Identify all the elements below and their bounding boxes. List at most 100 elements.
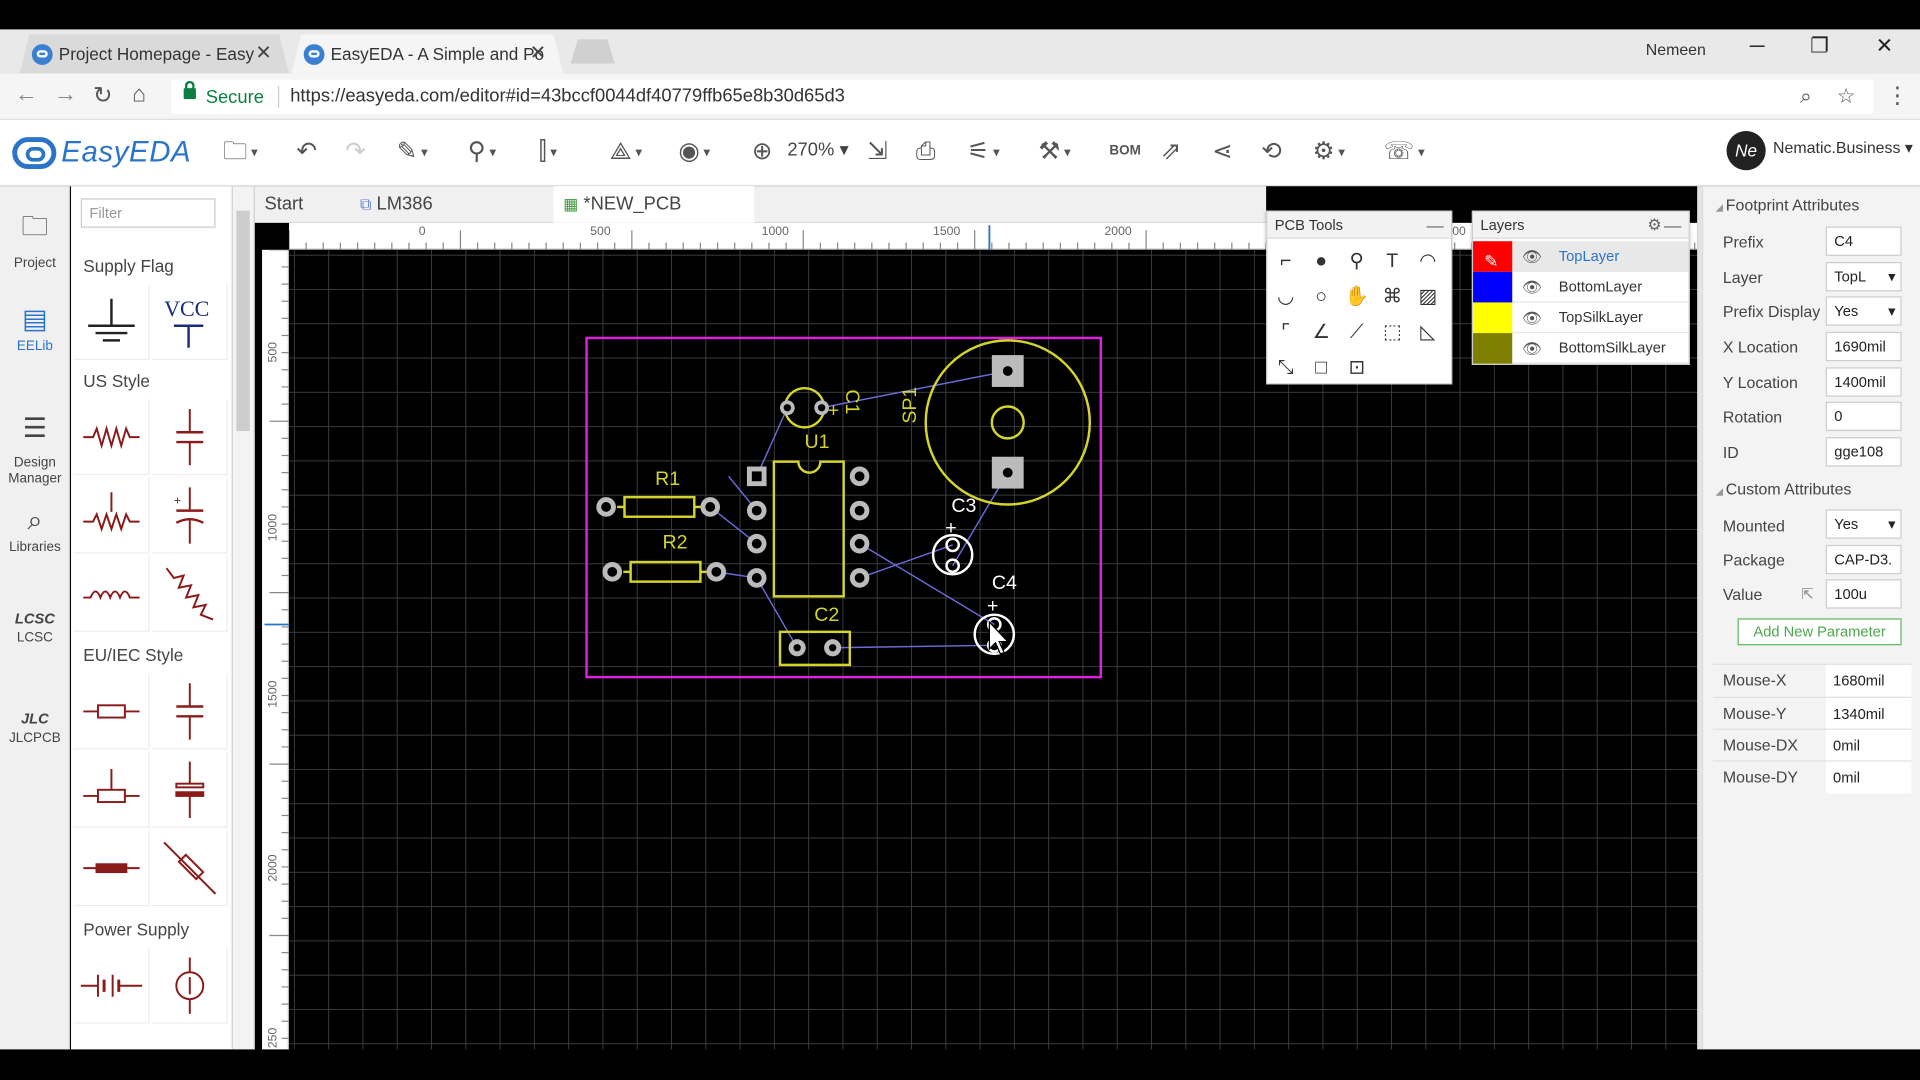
home-icon[interactable]: ⌂ (132, 82, 147, 108)
value-field[interactable]: 100u (1825, 579, 1902, 609)
layer-row-topsilklayer[interactable]: 👁 TopSilkLayer (1473, 302, 1689, 334)
pcb-drawing[interactable]: R1 R2 U1 (289, 250, 1697, 1050)
tools-icon[interactable]: ⚒ (1038, 137, 1070, 167)
region-tool-icon[interactable]: ⬚ (1382, 322, 1402, 343)
rail-item-design-manager[interactable]: ☰ Design Manager (0, 404, 70, 487)
rail-item-lcsc[interactable]: LCSC LCSC (0, 610, 70, 646)
package-field[interactable]: CAP-D3. (1825, 544, 1902, 575)
camera-icon[interactable]: ⎙ (915, 138, 936, 166)
redo-icon[interactable]: ↷ (345, 138, 366, 166)
new-tab-button[interactable] (570, 39, 615, 64)
rail-item-eelib[interactable]: ▤ EELib (0, 304, 70, 354)
capacitor-c1[interactable]: + C1 (780, 386, 863, 429)
settings-gear-icon[interactable]: ⚙ (1313, 137, 1345, 167)
place-pin-icon[interactable]: ⚲ (468, 137, 496, 167)
track-tool-icon[interactable]: ⌐ (1279, 251, 1292, 272)
text-tool-icon[interactable]: T (1386, 251, 1399, 272)
export-icon[interactable]: ⇗ (1160, 138, 1182, 166)
resistor-r1[interactable]: R1 (596, 468, 721, 518)
back-icon[interactable]: ← (14, 82, 38, 108)
layer-row-bottomlayer[interactable]: 👁 BottomLayer (1473, 271, 1689, 303)
image-tool-icon[interactable]: ▨ (1418, 286, 1438, 308)
library-scrollbar[interactable] (232, 186, 255, 1050)
rotate-icon[interactable]: ⟁ (610, 137, 642, 167)
capacitor-c4[interactable]: + C4 (973, 572, 1017, 656)
library-filter-input[interactable]: Filter (80, 198, 216, 228)
minimize-panel-icon[interactable]: — (1664, 215, 1682, 236)
scrollbar-thumb[interactable] (236, 210, 250, 432)
capacitor-us-symbol[interactable] (151, 399, 228, 476)
zoom-page-icon[interactable]: ⌕ (1800, 84, 1812, 108)
layers-settings-icon[interactable]: ⚙ (1647, 215, 1662, 234)
rotation-field[interactable]: 0 (1825, 401, 1902, 432)
tab-start[interactable]: Start (264, 193, 304, 215)
route-icon[interactable]: ⚟ (967, 137, 999, 167)
circle-arc-tool-icon[interactable]: ◡ (1277, 286, 1295, 308)
speaker-sp1[interactable]: SP1 (899, 339, 1092, 506)
minimize-panel-icon[interactable]: — (1426, 215, 1444, 236)
resistor-us-symbol[interactable] (73, 399, 150, 476)
bom-button[interactable]: BOM (1109, 143, 1141, 158)
via-tool-icon[interactable]: ⚲ (1349, 251, 1364, 272)
prefix-display-select[interactable]: Yes (1825, 296, 1902, 326)
user-menu[interactable]: Nematic.Business ▾ (1773, 138, 1913, 157)
diagonal-resistor-symbol[interactable] (151, 830, 228, 907)
pad-tool-icon[interactable]: ● (1315, 251, 1328, 272)
tab-lm386[interactable]: ⧉ LM386 (350, 186, 551, 223)
help-chat-icon[interactable]: ☏ (1384, 137, 1425, 167)
tab-new-pcb[interactable]: ▦ *NEW_PCB (553, 186, 755, 223)
pencil-icon[interactable]: ✎ (397, 137, 428, 167)
vcc-symbol[interactable]: VCC (151, 284, 228, 361)
resistor-iec-symbol[interactable] (73, 673, 150, 750)
inductor-us-symbol[interactable] (73, 555, 150, 632)
reload-icon[interactable]: ↻ (93, 83, 113, 109)
circle-tool-icon[interactable]: ○ (1315, 286, 1328, 308)
pcb-canvas[interactable]: R1 R2 U1 (288, 249, 1698, 1050)
capacitor-c3[interactable]: + C3 (931, 495, 977, 576)
panel-splitter[interactable] (1697, 186, 1703, 1050)
polarized-capacitor-iec-symbol[interactable] (151, 751, 228, 828)
visibility-eye-icon[interactable]: 👁 (1522, 339, 1543, 358)
browser-tab-project-homepage[interactable]: Project Homepage - Easy ✕ (19, 34, 289, 74)
bookmark-star-icon[interactable]: ☆ (1836, 84, 1856, 108)
restore-icon[interactable]: ❐ (1810, 34, 1829, 58)
polarized-capacitor-us-symbol[interactable]: + (151, 477, 228, 554)
current-source-symbol[interactable] (151, 947, 228, 1024)
url-field[interactable]: Secure https://easyeda.com/editor#id=43b… (171, 79, 1874, 114)
custom-attributes-header[interactable]: Custom Attributes (1716, 480, 1852, 498)
value-edit-icon[interactable]: ⇱ (1801, 585, 1814, 603)
zoom-icon[interactable]: ⊕ (751, 138, 773, 166)
footprint-attributes-header[interactable]: Footprint Attributes (1716, 196, 1860, 214)
history-icon[interactable]: ⟲ (1261, 138, 1282, 166)
filled-resistor-symbol[interactable] (73, 830, 150, 907)
visibility-eye-icon[interactable]: 👁 (1522, 308, 1543, 327)
resistor-r2[interactable]: R2 (602, 532, 727, 583)
align-icon[interactable]: ⫿ (539, 137, 557, 167)
ground-symbol[interactable] (73, 284, 150, 361)
hand-tool-icon[interactable]: ✋ (1344, 286, 1369, 308)
ic-u1[interactable]: U1 (746, 431, 870, 598)
rail-item-libraries[interactable]: ⌕ Libraries (0, 504, 70, 554)
angle-tool-icon[interactable]: ∠ (1312, 322, 1331, 343)
prefix-field[interactable]: C4 (1825, 226, 1902, 256)
battery-symbol[interactable] (73, 947, 150, 1024)
zoom-level[interactable]: 270% ▾ (787, 139, 849, 161)
visibility-eye-icon[interactable]: 👁 (1522, 247, 1543, 266)
layer-select[interactable]: TopL (1825, 262, 1902, 292)
id-field[interactable]: gge108 (1825, 437, 1902, 467)
avatar[interactable]: Ne (1726, 131, 1766, 171)
connect-tool-icon[interactable]: ⟋ (1349, 322, 1364, 343)
minimize-icon[interactable]: ─ (1749, 34, 1765, 58)
potentiometer-iec-symbol[interactable] (73, 751, 150, 828)
arc-tool-icon[interactable]: ◠ (1419, 251, 1437, 272)
rectangle-tool-icon[interactable]: □ (1315, 357, 1328, 379)
import-icon[interactable]: ⇲ (866, 138, 888, 166)
forward-icon[interactable]: → (53, 82, 78, 108)
view-eye-icon[interactable]: ◉ (678, 137, 710, 167)
select-area-tool-icon[interactable]: ⊡ (1348, 357, 1365, 379)
tab-close-icon[interactable]: ✕ (255, 42, 272, 64)
dimension-tool-icon[interactable]: ⌜ (1281, 322, 1291, 343)
copper-area-tool-icon[interactable]: ⌘ (1382, 286, 1403, 308)
tab-close-icon[interactable]: ✕ (529, 42, 547, 64)
measure-tool-icon[interactable]: ⤡ (1277, 357, 1294, 379)
